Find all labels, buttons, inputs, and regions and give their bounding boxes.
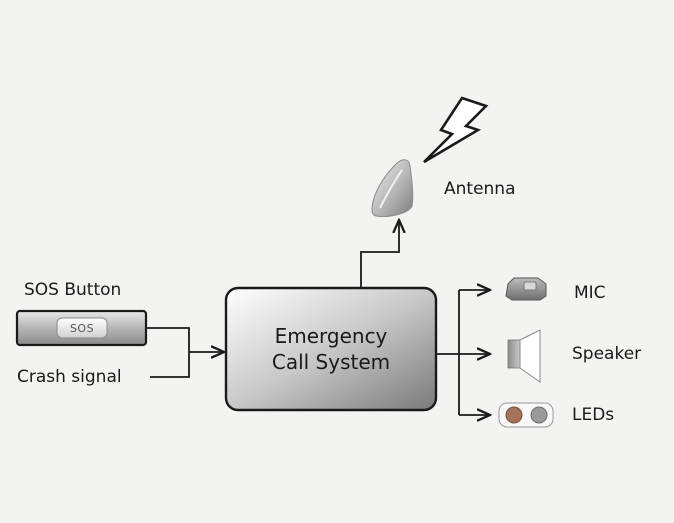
ecs-title-line1: Emergency [274, 324, 388, 348]
antenna-label: Antenna [444, 179, 516, 199]
ecs-box-shape [224, 286, 438, 412]
input-connectors [146, 327, 224, 378]
led-indicator-icon [498, 402, 554, 428]
crash-signal-label: Crash signal [17, 367, 122, 387]
antenna-connector [360, 220, 399, 288]
ecs-title-line2: Call System [271, 350, 391, 374]
emergency-call-system-box: Emergency Call System [226, 288, 436, 410]
speaker-label: Speaker [572, 344, 642, 364]
mic-label: MIC [574, 283, 606, 303]
sos-key-text: SOS [69, 321, 95, 335]
shark-fin-antenna-icon [371, 159, 414, 217]
lightning-bolt-icon [423, 96, 489, 164]
sos-button-label: SOS Button [24, 280, 122, 300]
output-connectors [436, 290, 490, 415]
microphone-module-icon [505, 277, 547, 301]
leds-label: LEDs [572, 405, 615, 425]
speaker-icon [507, 329, 541, 383]
